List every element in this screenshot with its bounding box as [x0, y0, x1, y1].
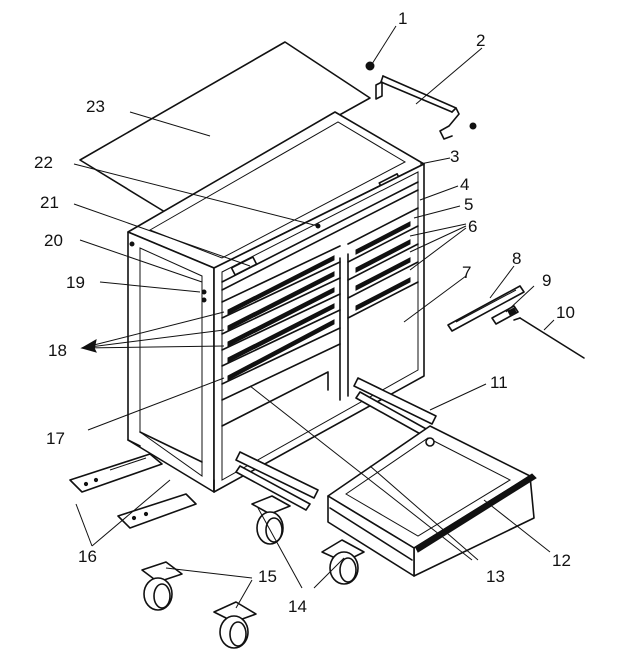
lock-rod [513, 317, 585, 359]
slide-bracket [491, 305, 519, 325]
leader-lines [73, 25, 555, 609]
label-part-13: 13 [486, 567, 505, 586]
label-part-19: 19 [66, 273, 85, 292]
side-handle [375, 75, 477, 140]
label-part-20: 20 [44, 231, 63, 250]
label-part-6: 6 [468, 217, 477, 236]
top-mat [79, 41, 371, 213]
label-part-21: 21 [40, 193, 59, 212]
label-part-17: 17 [46, 429, 65, 448]
lower-drawer-slides [235, 377, 437, 511]
cabinet-body [127, 111, 425, 493]
label-part-22: 22 [34, 153, 53, 172]
label-part-1: 1 [398, 9, 407, 28]
label-part-15: 15 [258, 567, 277, 586]
label-part-5: 5 [464, 195, 473, 214]
part-number-labels: 1 2 3 4 5 6 7 8 9 10 12 11 13 14 15 16 1… [34, 9, 575, 616]
swivel-casters [251, 495, 365, 585]
label-part-16: 16 [78, 547, 97, 566]
label-part-10: 10 [556, 303, 575, 322]
label-part-2: 2 [476, 31, 485, 50]
large-drawer [327, 425, 537, 577]
label-part-8: 8 [512, 249, 521, 268]
label-part-11: 11 [490, 373, 508, 392]
label-part-18: 18 [48, 341, 67, 360]
rigid-casters [141, 561, 257, 649]
label-part-7: 7 [462, 263, 471, 282]
label-part-14: 14 [288, 597, 307, 616]
base-mounting-plates [69, 453, 197, 529]
drawer-slide [447, 285, 525, 332]
label-part-12: 12 [552, 551, 571, 570]
label-part-4: 4 [460, 175, 469, 194]
label-part-23: 23 [86, 97, 105, 116]
label-part-3: 3 [450, 147, 459, 166]
label-part-9: 9 [542, 271, 551, 290]
